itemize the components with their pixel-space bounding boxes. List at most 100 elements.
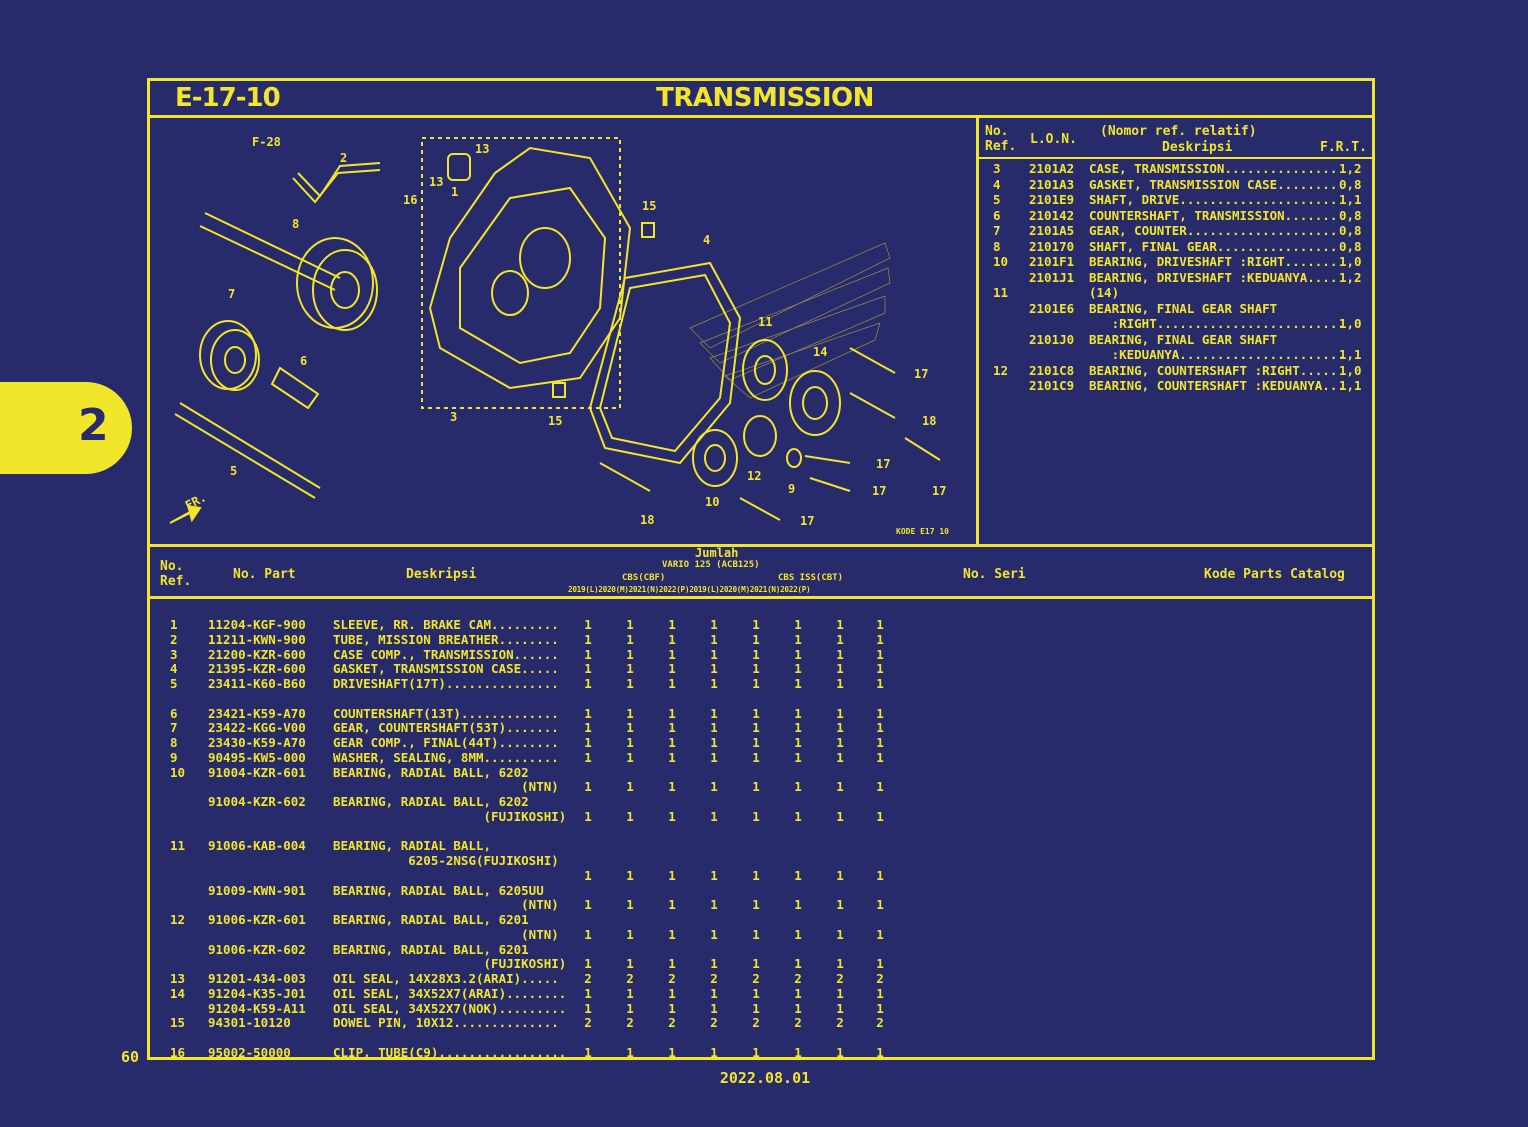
parts-number: 91004-KZR-601 xyxy=(208,764,306,780)
parts-qty: 1 xyxy=(668,1044,676,1060)
parts-row xyxy=(150,691,910,706)
parts-qty: 1 xyxy=(626,661,634,677)
parts-ref: 16 xyxy=(170,1044,186,1060)
parts-qty: 1 xyxy=(584,661,592,677)
parts-qty: 1 xyxy=(626,631,634,647)
callout-2: 2 xyxy=(340,151,347,165)
parts-qty: 1 xyxy=(584,720,592,736)
parts-qty: 1 xyxy=(794,897,802,913)
parts-qty: 1 xyxy=(668,676,676,691)
parts-qty: 1 xyxy=(584,705,592,721)
parts-number: 23421-K59-A70 xyxy=(208,705,306,721)
bolt-17e xyxy=(739,497,781,521)
bolt-17a xyxy=(849,347,896,374)
parts-desc: CLIP, TUBE(C9)................. xyxy=(333,1044,567,1060)
parts-number: 91006-KZR-602 xyxy=(208,941,306,957)
parts-qty: 1 xyxy=(794,1044,802,1060)
parts-qty: 1 xyxy=(752,956,760,972)
parts-qty: 1 xyxy=(794,867,802,883)
parts-qty: 1 xyxy=(584,956,592,972)
parts-qty: 1 xyxy=(710,808,718,824)
ref-desc: SHAFT, DRIVE..................... xyxy=(1089,192,1338,207)
parts-col-desc: Deskripsi xyxy=(406,567,477,582)
parts-ref: 5 xyxy=(170,676,178,691)
parts-number: 91204-K59-A11 xyxy=(208,1000,306,1016)
bolt-17c xyxy=(809,477,851,492)
diagram-code: KODE E17 10 xyxy=(896,527,949,536)
parts-qty: 1 xyxy=(876,749,884,765)
driveshaft xyxy=(174,402,321,499)
parts-qty: 1 xyxy=(752,779,760,795)
callout-11: 11 xyxy=(758,315,772,329)
parts-qty: 2 xyxy=(584,971,592,986)
parts-ref: 10 xyxy=(170,764,186,780)
parts-qty: 1 xyxy=(710,749,718,765)
ref-lon: 2101A5 xyxy=(1029,223,1075,238)
ref-lon: 2101E9 xyxy=(1029,192,1075,207)
parts-qty: 1 xyxy=(752,705,760,721)
parts-qty: 1 xyxy=(584,617,592,632)
ref-frt: 1,2 xyxy=(1339,161,1362,176)
parts-qty: 2 xyxy=(836,971,844,986)
transmission-case xyxy=(428,146,632,390)
ref-frt: 0,8 xyxy=(1339,207,1362,223)
parts-qty: 1 xyxy=(794,631,802,647)
parts-qty: 1 xyxy=(668,646,676,662)
parts-desc: GEAR, COUNTERSHAFT(53T)....... xyxy=(333,720,559,736)
exploded-diagram: F-28 2 16 13 13 1 8 15 4 7 6 3 15 11 14 … xyxy=(169,135,949,536)
parts-qty: 1 xyxy=(584,926,592,942)
parts-qty: 1 xyxy=(752,676,760,691)
parts-qty: 1 xyxy=(710,646,718,662)
callout-5: 5 xyxy=(230,464,237,478)
ref-lon: 210170 xyxy=(1029,238,1075,254)
ref-desc: BEARING, COUNTERSHAFT :RIGHT..... xyxy=(1089,362,1338,378)
parts-desc: WASHER, SEALING, 8MM.......... xyxy=(333,749,559,765)
parts-qty: 2 xyxy=(876,971,884,986)
parts-qty: 1 xyxy=(626,808,634,824)
parts-qty: 2 xyxy=(710,971,718,986)
ref-frt: 1,1 xyxy=(1339,192,1362,207)
parts-qty: 1 xyxy=(794,705,802,721)
parts-qty: 1 xyxy=(584,808,592,824)
parts-ref: 2 xyxy=(170,631,178,647)
ref-no: 10 xyxy=(993,254,1009,269)
parts-qty: 1 xyxy=(794,676,802,691)
parts-qty: 1 xyxy=(876,808,884,824)
parts-desc: TUBE, MISSION BREATHER........ xyxy=(333,631,559,647)
footer-date: 2022.08.01 xyxy=(719,1069,811,1087)
parts-qty: 1 xyxy=(710,631,718,647)
callout-18a: 18 xyxy=(922,414,936,428)
page-code: E-17-10 xyxy=(175,83,281,113)
parts-desc: (NTN) xyxy=(333,897,559,913)
callout-14: 14 xyxy=(813,345,827,359)
parts-qty: 1 xyxy=(710,779,718,795)
parts-ref: 11 xyxy=(170,838,186,854)
ref-lon: 2101F1 xyxy=(1029,254,1075,269)
brake-cam-sleeve xyxy=(447,153,471,181)
parts-ref: 4 xyxy=(170,661,178,677)
ref-desc: COUNTERSHAFT, TRANSMISSION....... xyxy=(1089,207,1338,223)
parts-qty: 1 xyxy=(876,985,884,1001)
parts-qty: 1 xyxy=(668,749,676,765)
parts-qty: 1 xyxy=(710,956,718,972)
parts-qty: 1 xyxy=(668,897,676,913)
parts-ref: 9 xyxy=(170,749,178,765)
parts-qty: 1 xyxy=(626,676,634,691)
parts-qty: 1 xyxy=(836,720,844,736)
parts-desc: GASKET, TRANSMISSION CASE..... xyxy=(333,661,559,677)
parts-number: 21395-KZR-600 xyxy=(208,661,306,677)
ref-lon: 2101C8 xyxy=(1029,362,1075,378)
callout-15b: 15 xyxy=(548,414,562,428)
parts-qty: 1 xyxy=(668,808,676,824)
parts-qty: 1 xyxy=(668,779,676,795)
parts-desc: DOWEL PIN, 10X12.............. xyxy=(333,1015,559,1031)
